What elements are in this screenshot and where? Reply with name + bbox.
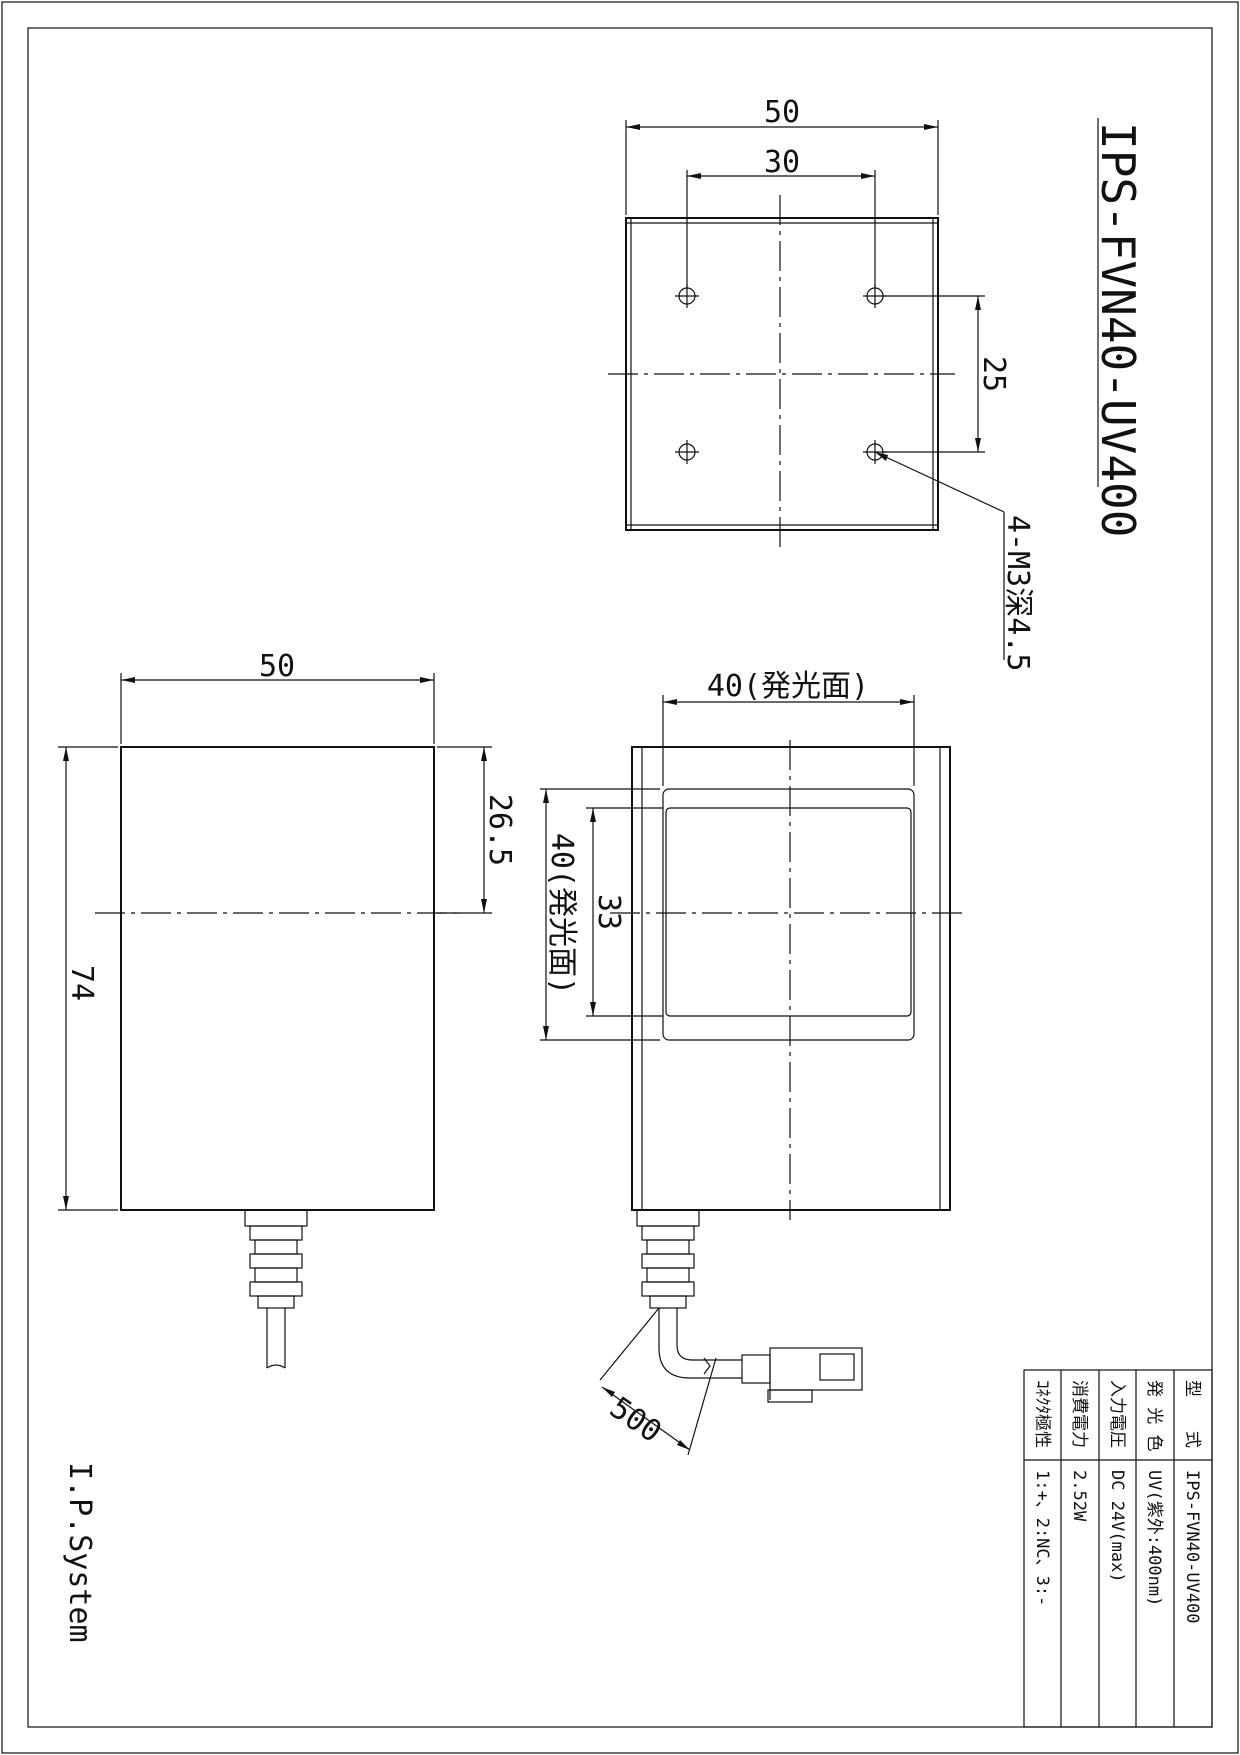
- spec-table: 型 式 IPS-FVN40-UV400 発 光 色 UV(紫外:400nm) 入…: [1023, 1369, 1213, 1728]
- side-view: 50 74 26.5: [58, 649, 517, 1369]
- spec-value: UV(紫外:400nm): [1144, 1470, 1164, 1606]
- connector: [741, 1347, 863, 1403]
- top-view: 50 30 25 4-M3深4.5: [608, 95, 1035, 671]
- cable-gland: [244, 1209, 308, 1309]
- emit-width-dim: 40(発光面): [707, 669, 869, 704]
- spec-value: 1:+、2:NC、3:-: [1032, 1470, 1052, 1606]
- model-title: IPS-FVN40-UV400: [1091, 122, 1145, 537]
- top-width-dim: 50: [764, 95, 800, 130]
- spec-value: 2.52W: [1069, 1470, 1089, 1522]
- cable-length-dim: 500: [603, 1390, 667, 1450]
- spec-label: 発 光 色: [1144, 1380, 1164, 1451]
- spec-label: 消費電力: [1069, 1380, 1089, 1448]
- spec-label: ｺﾈｸﾀ極性: [1032, 1380, 1052, 1448]
- hole-pitch-y-dim: 25: [976, 356, 1011, 392]
- spec-label: 型 式: [1182, 1380, 1202, 1448]
- drawing-frame: [27, 27, 1213, 1728]
- inner-height-dim: 33: [591, 894, 626, 930]
- emit-height-dim: 40(発光面): [544, 833, 579, 995]
- side-height-dim: 74: [64, 965, 99, 1001]
- side-width-dim: 50: [259, 649, 295, 684]
- center-offset-dim: 26.5: [482, 794, 517, 866]
- spec-value: DC 24V(max): [1107, 1470, 1127, 1583]
- hole-note: 4-M3深4.5: [1000, 515, 1035, 671]
- spec-label: 入力電圧: [1107, 1380, 1127, 1448]
- front-view: 40(発光面) 40(発光面) 33: [540, 669, 965, 1456]
- spec-value: IPS-FVN40-UV400: [1182, 1470, 1202, 1624]
- mount-hole: [675, 440, 699, 464]
- hole-pitch-x-dim: 30: [764, 145, 800, 180]
- cable-gland: [636, 1209, 700, 1309]
- company-name: I.P.System: [62, 1462, 97, 1643]
